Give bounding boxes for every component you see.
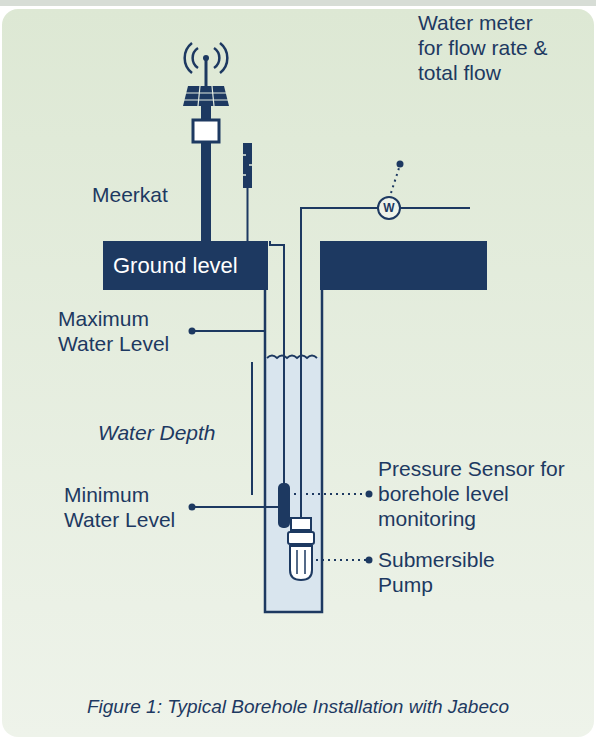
submersible-pump [288, 518, 314, 580]
borehole-casing [265, 241, 322, 612]
level-label: Minimum Water Level [64, 482, 188, 532]
figure-caption: Figure 1: Typical Borehole Installation … [0, 694, 596, 719]
leader-lines [189, 161, 404, 564]
panel [2, 9, 594, 737]
sensor-note: Pressure Sensor for borehole level monit… [378, 456, 566, 531]
sensor-cable [270, 241, 284, 483]
node-label: W [383, 201, 394, 215]
meerkat-station [183, 43, 252, 241]
depth-label: Water Depth [98, 420, 238, 445]
device-name: Meerkat [92, 182, 202, 207]
ground-band [320, 241, 487, 290]
pressure-sensor [278, 483, 290, 528]
level-label: Maximum Water Level [58, 306, 186, 356]
node-label: Ground level [113, 253, 238, 279]
water-meter: W [377, 196, 401, 220]
meter-note: Water meter for flow rate & total flow [418, 10, 550, 85]
pump-note: Submersible Pump [378, 547, 518, 597]
top-strip [0, 0, 596, 6]
water [266, 357, 321, 611]
ground-band: Ground level [103, 241, 268, 290]
water-surface [267, 356, 317, 359]
